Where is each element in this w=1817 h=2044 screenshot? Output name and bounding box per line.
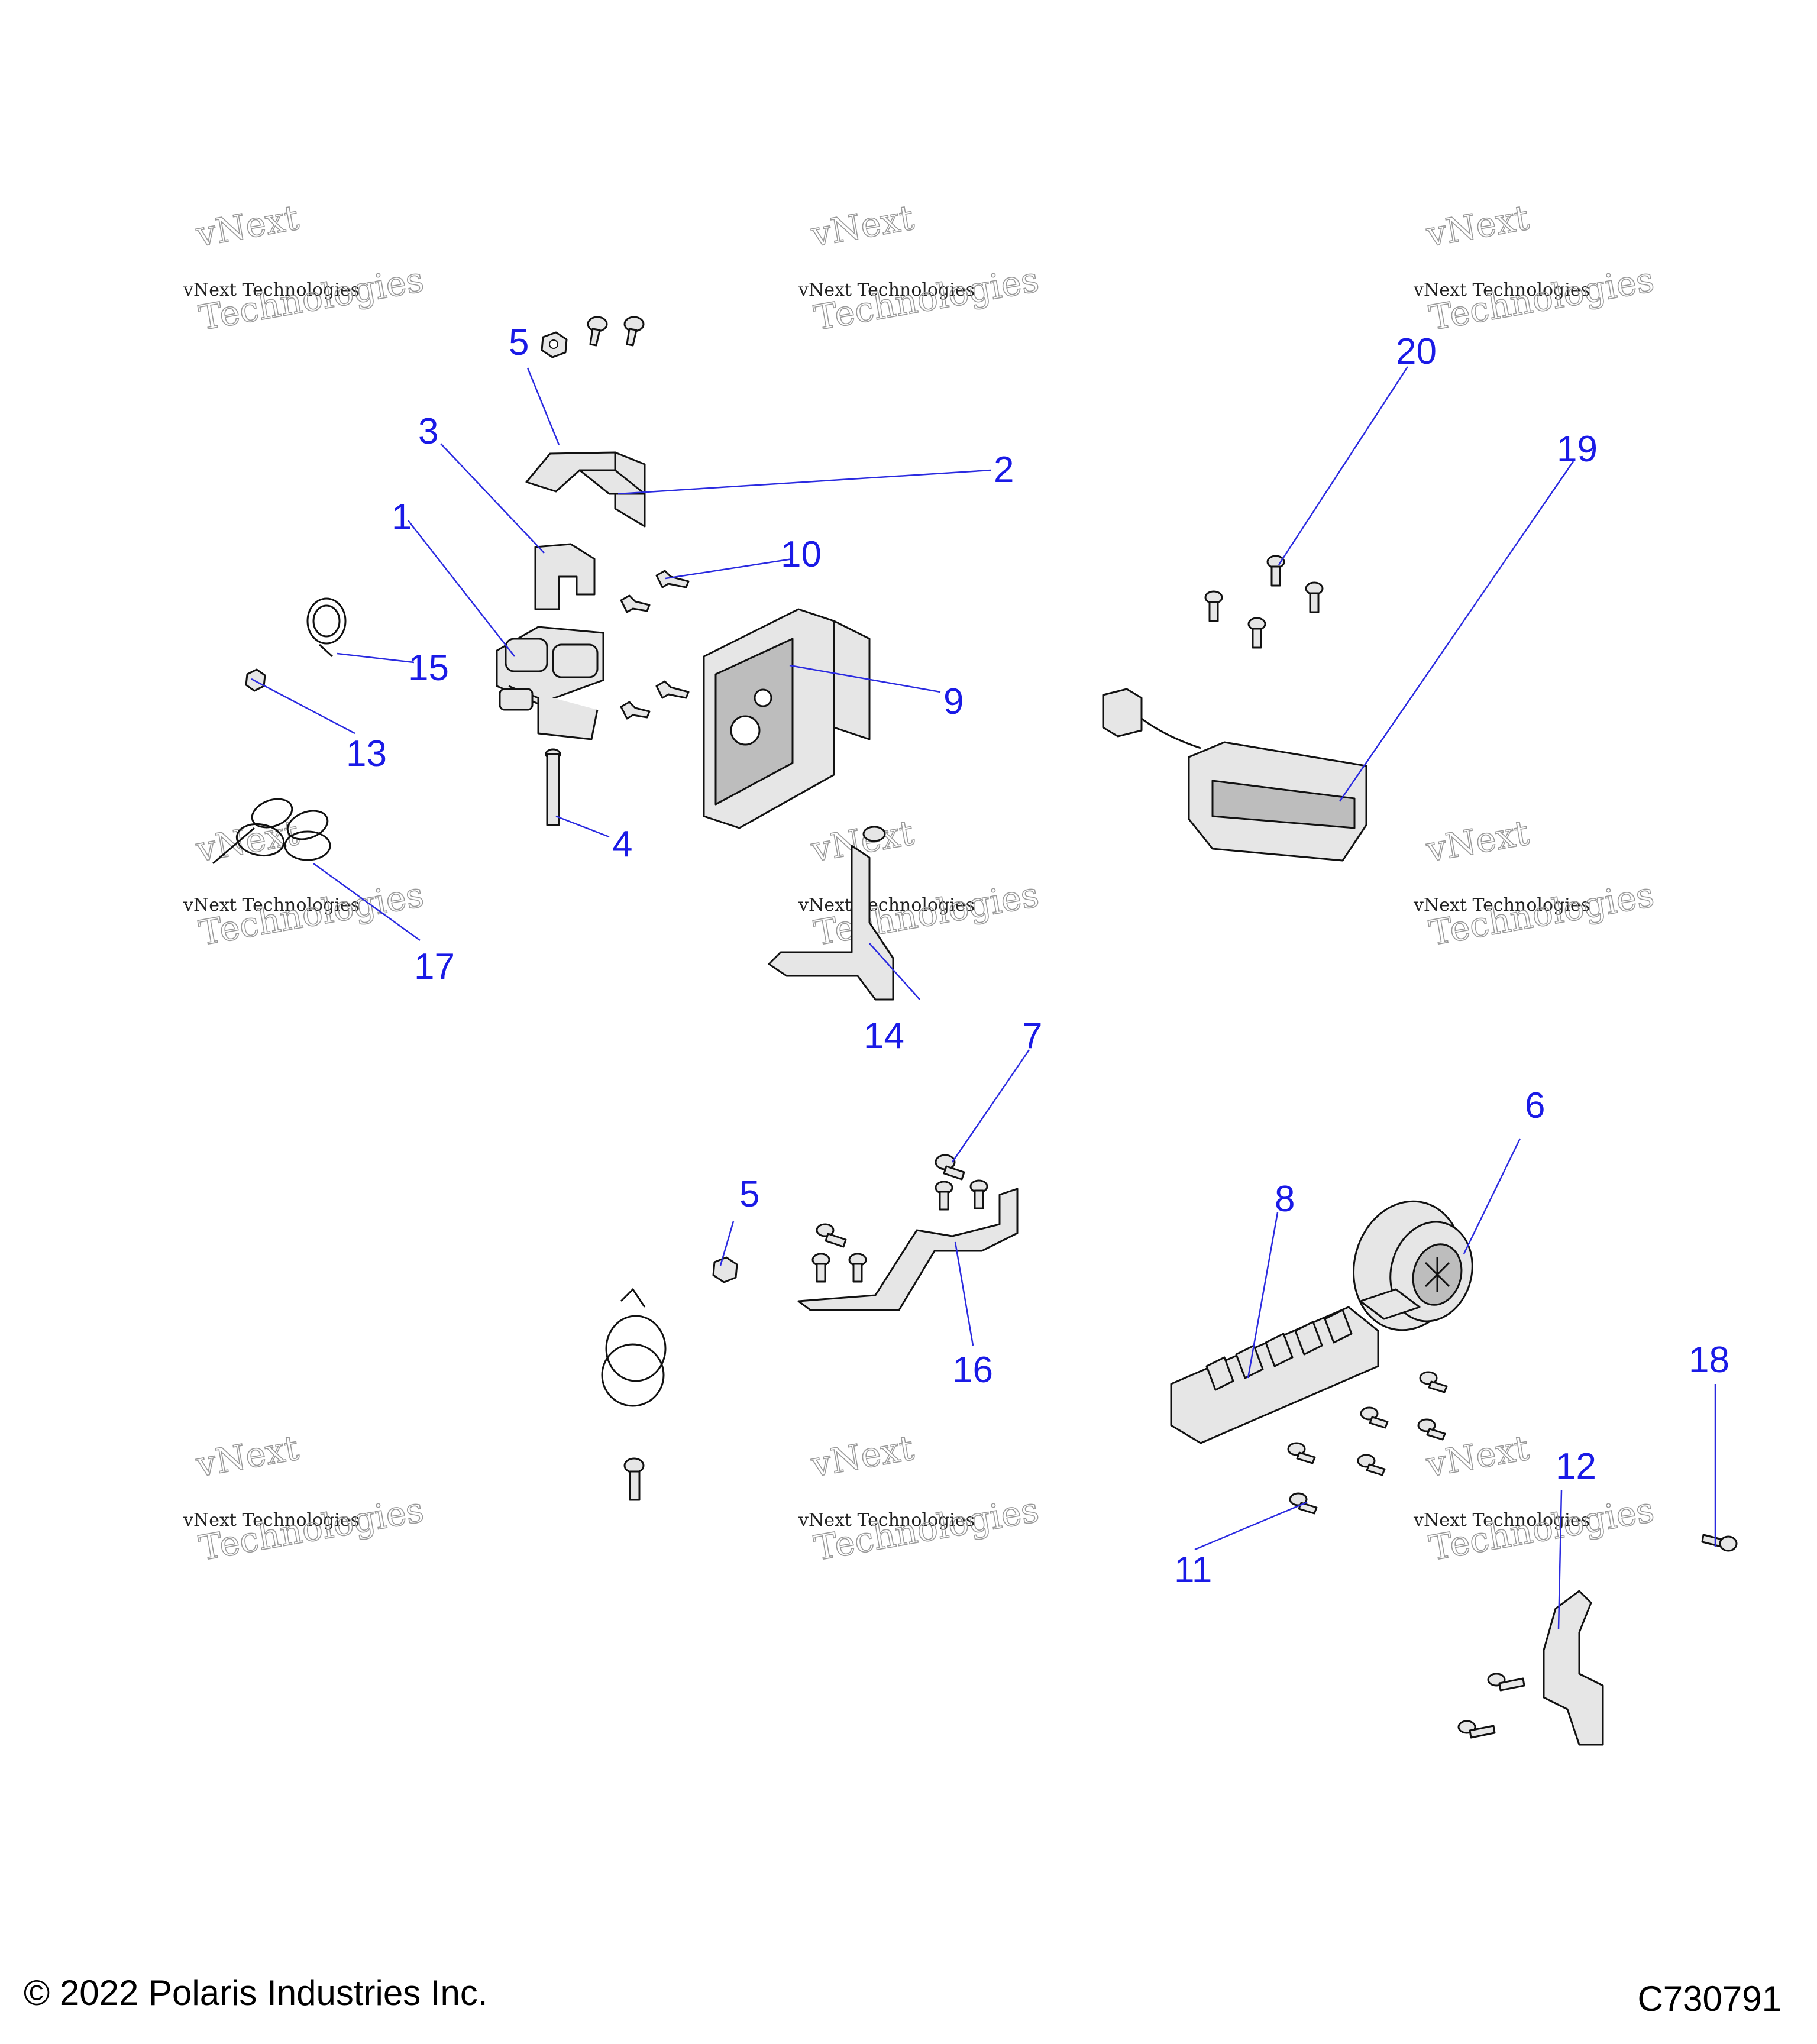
watermark-text: vNext [193, 197, 302, 254]
callout-20: 20 [1396, 331, 1437, 372]
screw-part [1204, 555, 1324, 649]
callout-12: 12 [1556, 1446, 1596, 1487]
callout-7: 7 [1022, 1015, 1042, 1056]
control-module-part [1102, 688, 1367, 862]
ecu-bracket-part [768, 826, 894, 1001]
screw-part [620, 570, 690, 720]
callout-6: 6 [1525, 1085, 1545, 1126]
copyright-text: © 2022 Polaris Industries Inc. [24, 1973, 488, 2013]
leader-lines [251, 366, 1716, 1630]
bolt-part [1701, 1534, 1738, 1552]
watermark-text: Technologies [1426, 874, 1657, 953]
watermark: vNext vNext Technologies Technologies [798, 812, 1042, 954]
fuse-block-part [1170, 1288, 1421, 1444]
coil-pack-part [496, 626, 604, 740]
callout-4: 4 [612, 824, 632, 865]
callout-9: 9 [943, 681, 964, 722]
harness-bracket-part [797, 1188, 1019, 1311]
watermark: vNext vNext Technologies Technologies [183, 1427, 427, 1569]
mount-bracket-part [525, 451, 646, 528]
nut-part [712, 1256, 738, 1283]
watermark-text: Technologies [196, 1489, 426, 1568]
watermark-text: Technologies [1426, 259, 1657, 338]
bolt-part [623, 1457, 645, 1501]
nut-part [245, 668, 266, 692]
callout-8: 8 [1275, 1179, 1295, 1220]
callout-17: 17 [414, 946, 455, 987]
callout-11: 11 [1174, 1550, 1212, 1590]
watermark-text: Technologies [196, 259, 426, 338]
watermark-text: vNext [1423, 197, 1532, 254]
watermark: vNext vNext Technologies Technologies [1413, 812, 1657, 954]
watermark-text: vNext [808, 1427, 917, 1485]
diagram-id: C730791 [1637, 1979, 1782, 2019]
watermark-text: vNext Technologies [183, 895, 360, 916]
small-bracket-part [1543, 1590, 1604, 1746]
watermark-text: vNext [193, 1427, 302, 1485]
callout-10: 10 [781, 534, 822, 575]
watermark: vNext vNext Technologies Technologies [1413, 197, 1657, 339]
callout-15: 15 [408, 648, 449, 688]
watermark-text: Technologies [811, 259, 1042, 338]
callout-1: 1 [392, 497, 412, 538]
callout-5: 5 [739, 1174, 759, 1215]
bolt-part [587, 316, 645, 347]
watermark-text: vNext Technologies [1413, 280, 1590, 300]
watermark-text: Technologies [811, 1489, 1042, 1568]
watermark-text: vNext Technologies [183, 1510, 360, 1531]
cable-tie-part [212, 798, 331, 865]
watermark-text: Technologies [811, 874, 1042, 953]
watermark-text: vNext Technologies [1413, 895, 1590, 916]
cable-tie-part [306, 597, 347, 658]
watermark: vNext vNext Technologies Technologies [183, 197, 427, 339]
screw-part [1287, 1371, 1448, 1515]
nut-part [541, 331, 568, 358]
callout-3: 3 [418, 411, 438, 452]
watermark: vNext vNext Technologies Technologies [798, 1427, 1042, 1569]
callout-labels: 1 2 3 4 5 5 6 7 8 9 10 11 12 13 14 15 16… [346, 322, 1729, 1590]
bolt-part [1457, 1673, 1525, 1739]
callout-14: 14 [864, 1015, 904, 1056]
watermark-text: vNext Technologies [798, 1510, 975, 1531]
watermark: vNext vNext Technologies Technologies [798, 197, 1042, 339]
callout-16: 16 [952, 1350, 993, 1390]
horn-part [1353, 1200, 1473, 1331]
clip-bracket-part [534, 543, 596, 610]
callout-19: 19 [1557, 429, 1598, 470]
long-bolt-part [545, 748, 561, 826]
watermark-text: vNext Technologies [183, 280, 360, 300]
bolt-part [811, 1154, 988, 1283]
watermark-text: Technologies [1426, 1489, 1657, 1568]
ecu-part [703, 608, 871, 829]
callout-2: 2 [994, 449, 1014, 490]
watermark-text: vNext Technologies [798, 895, 975, 916]
callout-5: 5 [509, 322, 529, 363]
watermark-text: vNext Technologies [798, 280, 975, 300]
watermark-text: vNext [808, 197, 917, 254]
watermark-text: Technologies [196, 874, 426, 953]
cable-tie-part [601, 1288, 667, 1407]
watermark: vNext vNext Technologies Technologies [183, 812, 427, 954]
watermark-text: vNext [1423, 812, 1532, 869]
callout-13: 13 [346, 733, 387, 774]
callout-18: 18 [1689, 1340, 1729, 1380]
